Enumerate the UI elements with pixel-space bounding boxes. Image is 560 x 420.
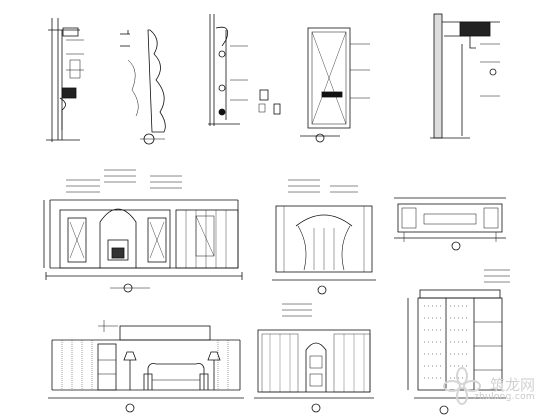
- elevation-c-cabinet: [394, 197, 506, 251]
- elevation-a-fireplace-wall: [43, 169, 243, 293]
- cornice-section-detail: [430, 13, 500, 139]
- elevation-d-sofa-wall: [48, 320, 244, 413]
- elevation-b-curtain-window: [272, 179, 376, 295]
- watermark-logo: 筑龙网 zhulong.com: [434, 362, 554, 414]
- section-detail-1: [46, 18, 84, 142]
- door-elevation-detail: [300, 27, 370, 143]
- watermark-domain-text: zhulong.com: [474, 392, 535, 402]
- watermark-flower-icon: [443, 367, 481, 405]
- elevation-e-arched-door: [254, 303, 374, 413]
- section-detail-2: [120, 29, 166, 145]
- section-detail-3: [208, 14, 281, 126]
- watermark-chinese-text: 筑龙网: [490, 376, 536, 394]
